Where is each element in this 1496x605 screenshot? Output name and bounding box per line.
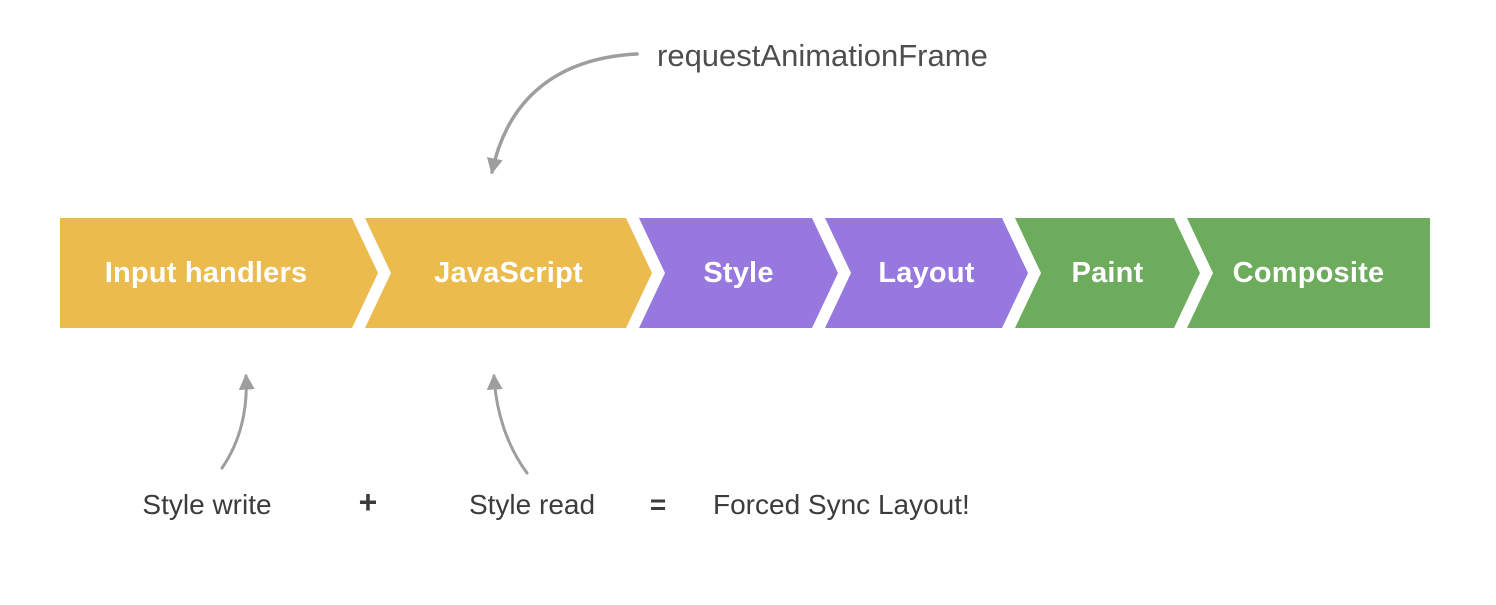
- pipeline-segment-paint: Paint: [1015, 218, 1200, 328]
- segment-label: Composite: [1232, 256, 1385, 289]
- style-write-to-input-handlers-arrow: [220, 373, 255, 470]
- pipeline-segment-composite: Composite: [1187, 218, 1430, 328]
- segment-label: Style: [703, 256, 774, 289]
- request-animation-frame-label: requestAnimationFrame: [657, 38, 988, 73]
- style-write-label: Style write: [142, 489, 272, 520]
- style-read-label: Style read: [468, 489, 596, 520]
- equals-operator: =: [649, 489, 667, 520]
- pipeline-segment-input-handlers: Input handlers: [60, 218, 378, 328]
- segment-label: Paint: [1071, 256, 1144, 289]
- segment-label: Layout: [878, 256, 975, 289]
- segment-label: Input handlers: [104, 256, 308, 289]
- pipeline-segment-javascript: JavaScript: [365, 218, 652, 328]
- pipeline-segment-style: Style: [639, 218, 838, 328]
- forced-sync-layout-label: Forced Sync Layout!: [713, 489, 970, 520]
- raf-to-javascript-arrow: [486, 52, 639, 175]
- segment-label: JavaScript: [434, 256, 583, 289]
- pipeline-segment-layout: Layout: [825, 218, 1028, 328]
- style-read-to-javascript-arrow: [486, 373, 529, 475]
- plus-operator: +: [358, 484, 378, 520]
